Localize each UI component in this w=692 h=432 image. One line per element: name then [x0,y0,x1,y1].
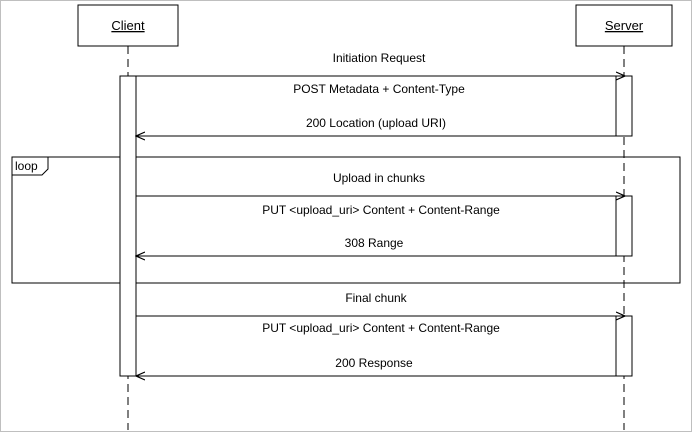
client-participant-label: Client [111,18,145,33]
server-participant [575,4,673,47]
put-chunk-label: PUT <upload_uri> Content + Content-Range [262,203,500,217]
server-activation-final [615,315,633,377]
range-response-label: 308 Range [345,236,404,250]
loop-fragment [11,156,681,284]
client-participant [77,4,179,47]
location-response-label: 200 Location (upload URI) [306,116,446,130]
post-metadata-label: POST Metadata + Content-Type [293,82,465,96]
loop-fragment-label: loop [15,159,38,173]
loop-fragment-tab [11,156,49,176]
client-activation-bar [119,75,137,377]
initiation-request-label: Initiation Request [333,51,426,65]
server-participant-label: Server [605,18,644,33]
put-final-chunk-label: PUT <upload_uri> Content + Content-Range [262,321,500,335]
upload-in-chunks-label: Upload in chunks [333,171,425,185]
server-activation-initiation [615,75,633,137]
server-activation-chunk [615,195,633,257]
final-response-label: 200 Response [335,356,413,370]
final-chunk-label: Final chunk [345,291,407,305]
